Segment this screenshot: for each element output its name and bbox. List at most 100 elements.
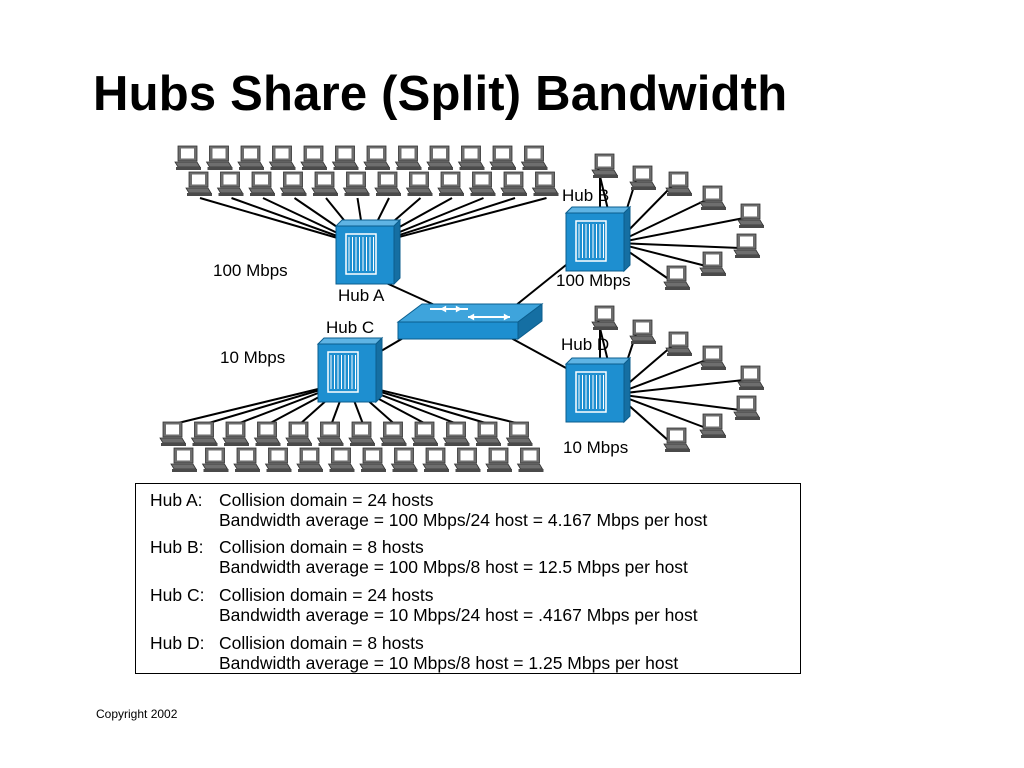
summary-entry-hub-b: Hub B: Collision domain = 8 hosts Bandwid… (150, 537, 688, 577)
computer-icon (426, 145, 453, 170)
computer-icon (531, 171, 559, 196)
hub-c-label: Hub C (326, 318, 374, 337)
summary-hub-name: Hub D: (150, 633, 205, 653)
summary-bandwidth-average: Bandwidth average = 10 Mbps/24 host = .4… (219, 605, 698, 625)
computer-icon (629, 319, 656, 344)
computer-icon (279, 171, 307, 196)
slide-title: Hubs Share (Split) Bandwidth (93, 67, 788, 121)
computer-icon (174, 145, 201, 170)
computer-icon (363, 145, 390, 170)
computer-icon (457, 145, 485, 170)
summary-entry-hub-c: Hub C: Collision domain = 24 hosts Bandwi… (150, 585, 698, 625)
host-computers (159, 145, 764, 472)
copyright-notice: Copyright 2002 (96, 707, 178, 721)
computer-icon (699, 251, 726, 276)
computer-icon (422, 447, 449, 472)
computer-icon (268, 145, 296, 170)
computer-icon (591, 305, 618, 330)
network-diagram: 100 Mbps Hub A Hub B 100 Mbps Hub C 10 M… (159, 145, 764, 472)
diagram-labels: 100 Mbps Hub A Hub B 100 Mbps Hub C 10 M… (213, 186, 631, 457)
summary-bandwidth-average: Bandwidth average = 100 Mbps/24 host = 4… (219, 510, 708, 530)
computer-icon (699, 413, 726, 438)
computer-icon (516, 447, 544, 472)
computer-icon (342, 171, 370, 196)
switch-icon (396, 303, 544, 340)
computer-icon (663, 265, 690, 290)
hub-c-icon (316, 336, 384, 404)
computer-icon (316, 421, 344, 446)
computer-icon (733, 233, 760, 258)
computer-icon (159, 421, 186, 446)
summary-collision-domain: Collision domain = 24 hosts (219, 490, 434, 510)
computer-icon (201, 447, 229, 472)
computer-icon (233, 447, 260, 472)
computer-icon (411, 421, 438, 446)
computer-icon (190, 421, 218, 446)
hub-d-speed-label: 10 Mbps (563, 438, 628, 457)
computer-icon (665, 331, 692, 356)
computer-icon (442, 421, 470, 446)
computer-icon (474, 421, 501, 446)
computer-icon (699, 185, 726, 210)
computer-icon (437, 171, 464, 196)
computer-icon (348, 421, 375, 446)
computer-icon (253, 421, 281, 446)
computer-icon (485, 447, 512, 472)
computer-icon (453, 447, 481, 472)
computer-icon (327, 447, 355, 472)
network-devices (316, 205, 632, 424)
summary-hub-name: Hub A: (150, 490, 203, 510)
computer-icon (331, 145, 359, 170)
computer-icon (379, 421, 407, 446)
computer-icon (500, 171, 527, 196)
computer-icon (468, 171, 496, 196)
computer-icon (248, 171, 275, 196)
computer-icon (216, 171, 244, 196)
hub-b-speed-label: 100 Mbps (556, 271, 631, 290)
computer-icon (665, 171, 692, 196)
computer-icon (489, 145, 516, 170)
computer-icon (405, 171, 433, 196)
computer-icon (374, 171, 401, 196)
computer-icon (737, 365, 764, 390)
hub-c-speed-label: 10 Mbps (220, 348, 285, 367)
hub-d-icon (564, 356, 632, 424)
summary-collision-domain: Collision domain = 8 hosts (219, 537, 424, 557)
summary-hub-name: Hub C: (150, 585, 205, 605)
computer-icon (394, 145, 422, 170)
computer-icon (300, 145, 327, 170)
computer-icon (359, 447, 386, 472)
summary-bandwidth-average: Bandwidth average = 100 Mbps/8 host = 12… (219, 557, 688, 577)
computer-icon (237, 145, 264, 170)
computer-icon (264, 447, 292, 472)
summary-hub-name: Hub B: (150, 537, 204, 557)
computer-icon (390, 447, 418, 472)
hub-b-icon (564, 205, 632, 273)
computer-icon (733, 395, 760, 420)
computer-icon (170, 447, 197, 472)
summary-collision-domain: Collision domain = 8 hosts (219, 633, 424, 653)
computer-icon (699, 345, 726, 370)
computer-icon (663, 427, 690, 452)
computer-icon (285, 421, 312, 446)
hub-a-label: Hub A (338, 286, 385, 305)
computer-icon (185, 171, 212, 196)
computer-icon (505, 421, 533, 446)
computer-icon (311, 171, 338, 196)
hub-a-speed-label: 100 Mbps (213, 261, 288, 280)
hub-a-icon (334, 218, 402, 286)
computer-icon (591, 153, 618, 178)
summary-entry-hub-a: Hub A: Collision domain = 24 hosts Bandwi… (150, 490, 707, 530)
computer-icon (205, 145, 233, 170)
summary-collision-domain: Collision domain = 24 hosts (219, 585, 434, 605)
summary-bandwidth-average: Bandwidth average = 10 Mbps/8 host = 1.2… (219, 653, 679, 673)
summary-entry-hub-d: Hub D: Collision domain = 8 hosts Bandwid… (150, 633, 678, 673)
hub-b-label: Hub B (562, 186, 609, 205)
computer-icon (296, 447, 323, 472)
hub-d-label: Hub D (561, 335, 609, 354)
computer-icon (520, 145, 548, 170)
computer-icon (629, 165, 656, 190)
bandwidth-summary-box: Hub A: Collision domain = 24 hosts Bandwi… (135, 483, 801, 674)
computer-icon (737, 203, 764, 228)
computer-icon (222, 421, 249, 446)
